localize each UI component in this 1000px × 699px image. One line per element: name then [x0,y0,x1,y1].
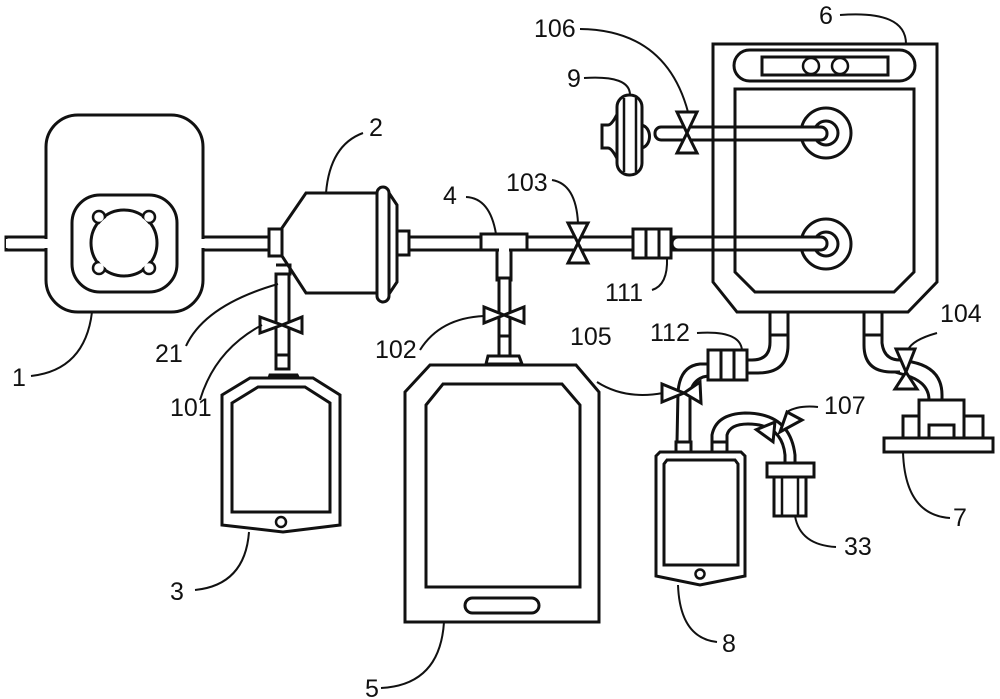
label-105: 105 [570,323,612,351]
port-33 [765,461,816,518]
label-111: 111 [605,279,643,307]
label-21: 21 [155,340,183,368]
label-8: 8 [722,630,736,658]
leader-lines [30,13,951,689]
label-4: 4 [443,182,457,210]
label-104: 104 [940,300,982,328]
label-106: 106 [534,15,576,43]
label-2: 2 [369,114,383,142]
device-6 [653,42,939,314]
tube-to-bag-8 [674,362,709,454]
tube-to-port-33 [710,411,797,463]
filter-2 [267,185,411,304]
label-101: 101 [170,394,212,422]
label-1: 1 [12,364,26,392]
valve-107 [753,409,806,445]
label-9: 9 [567,65,581,93]
device-6-frame-edges [711,125,737,252]
outlet-left [748,310,790,375]
label-6: 6 [819,2,833,30]
tee-4 [479,232,529,358]
pump-1 [6,113,273,314]
label-5: 5 [365,675,379,699]
bag-3 [220,373,342,534]
tube-to-bag-3 [258,272,304,371]
connector-7 [882,398,995,454]
labels: 1 2 21 101 3 4 102 103 111 5 106 9 6 112… [12,2,982,699]
label-3: 3 [170,578,184,606]
label-103: 103 [506,169,548,197]
outlet-right [862,310,900,374]
valve-105 [660,379,703,406]
coupler-111 [631,227,673,260]
filter-9 [600,93,651,177]
label-7: 7 [953,504,967,532]
label-102: 102 [375,336,417,364]
valve-104 [892,347,920,391]
label-112: 112 [650,319,690,347]
bag-5 [403,354,601,624]
label-107: 107 [824,392,866,420]
coupler-112 [706,348,749,382]
bag-8 [654,440,747,587]
label-33: 33 [844,533,872,561]
